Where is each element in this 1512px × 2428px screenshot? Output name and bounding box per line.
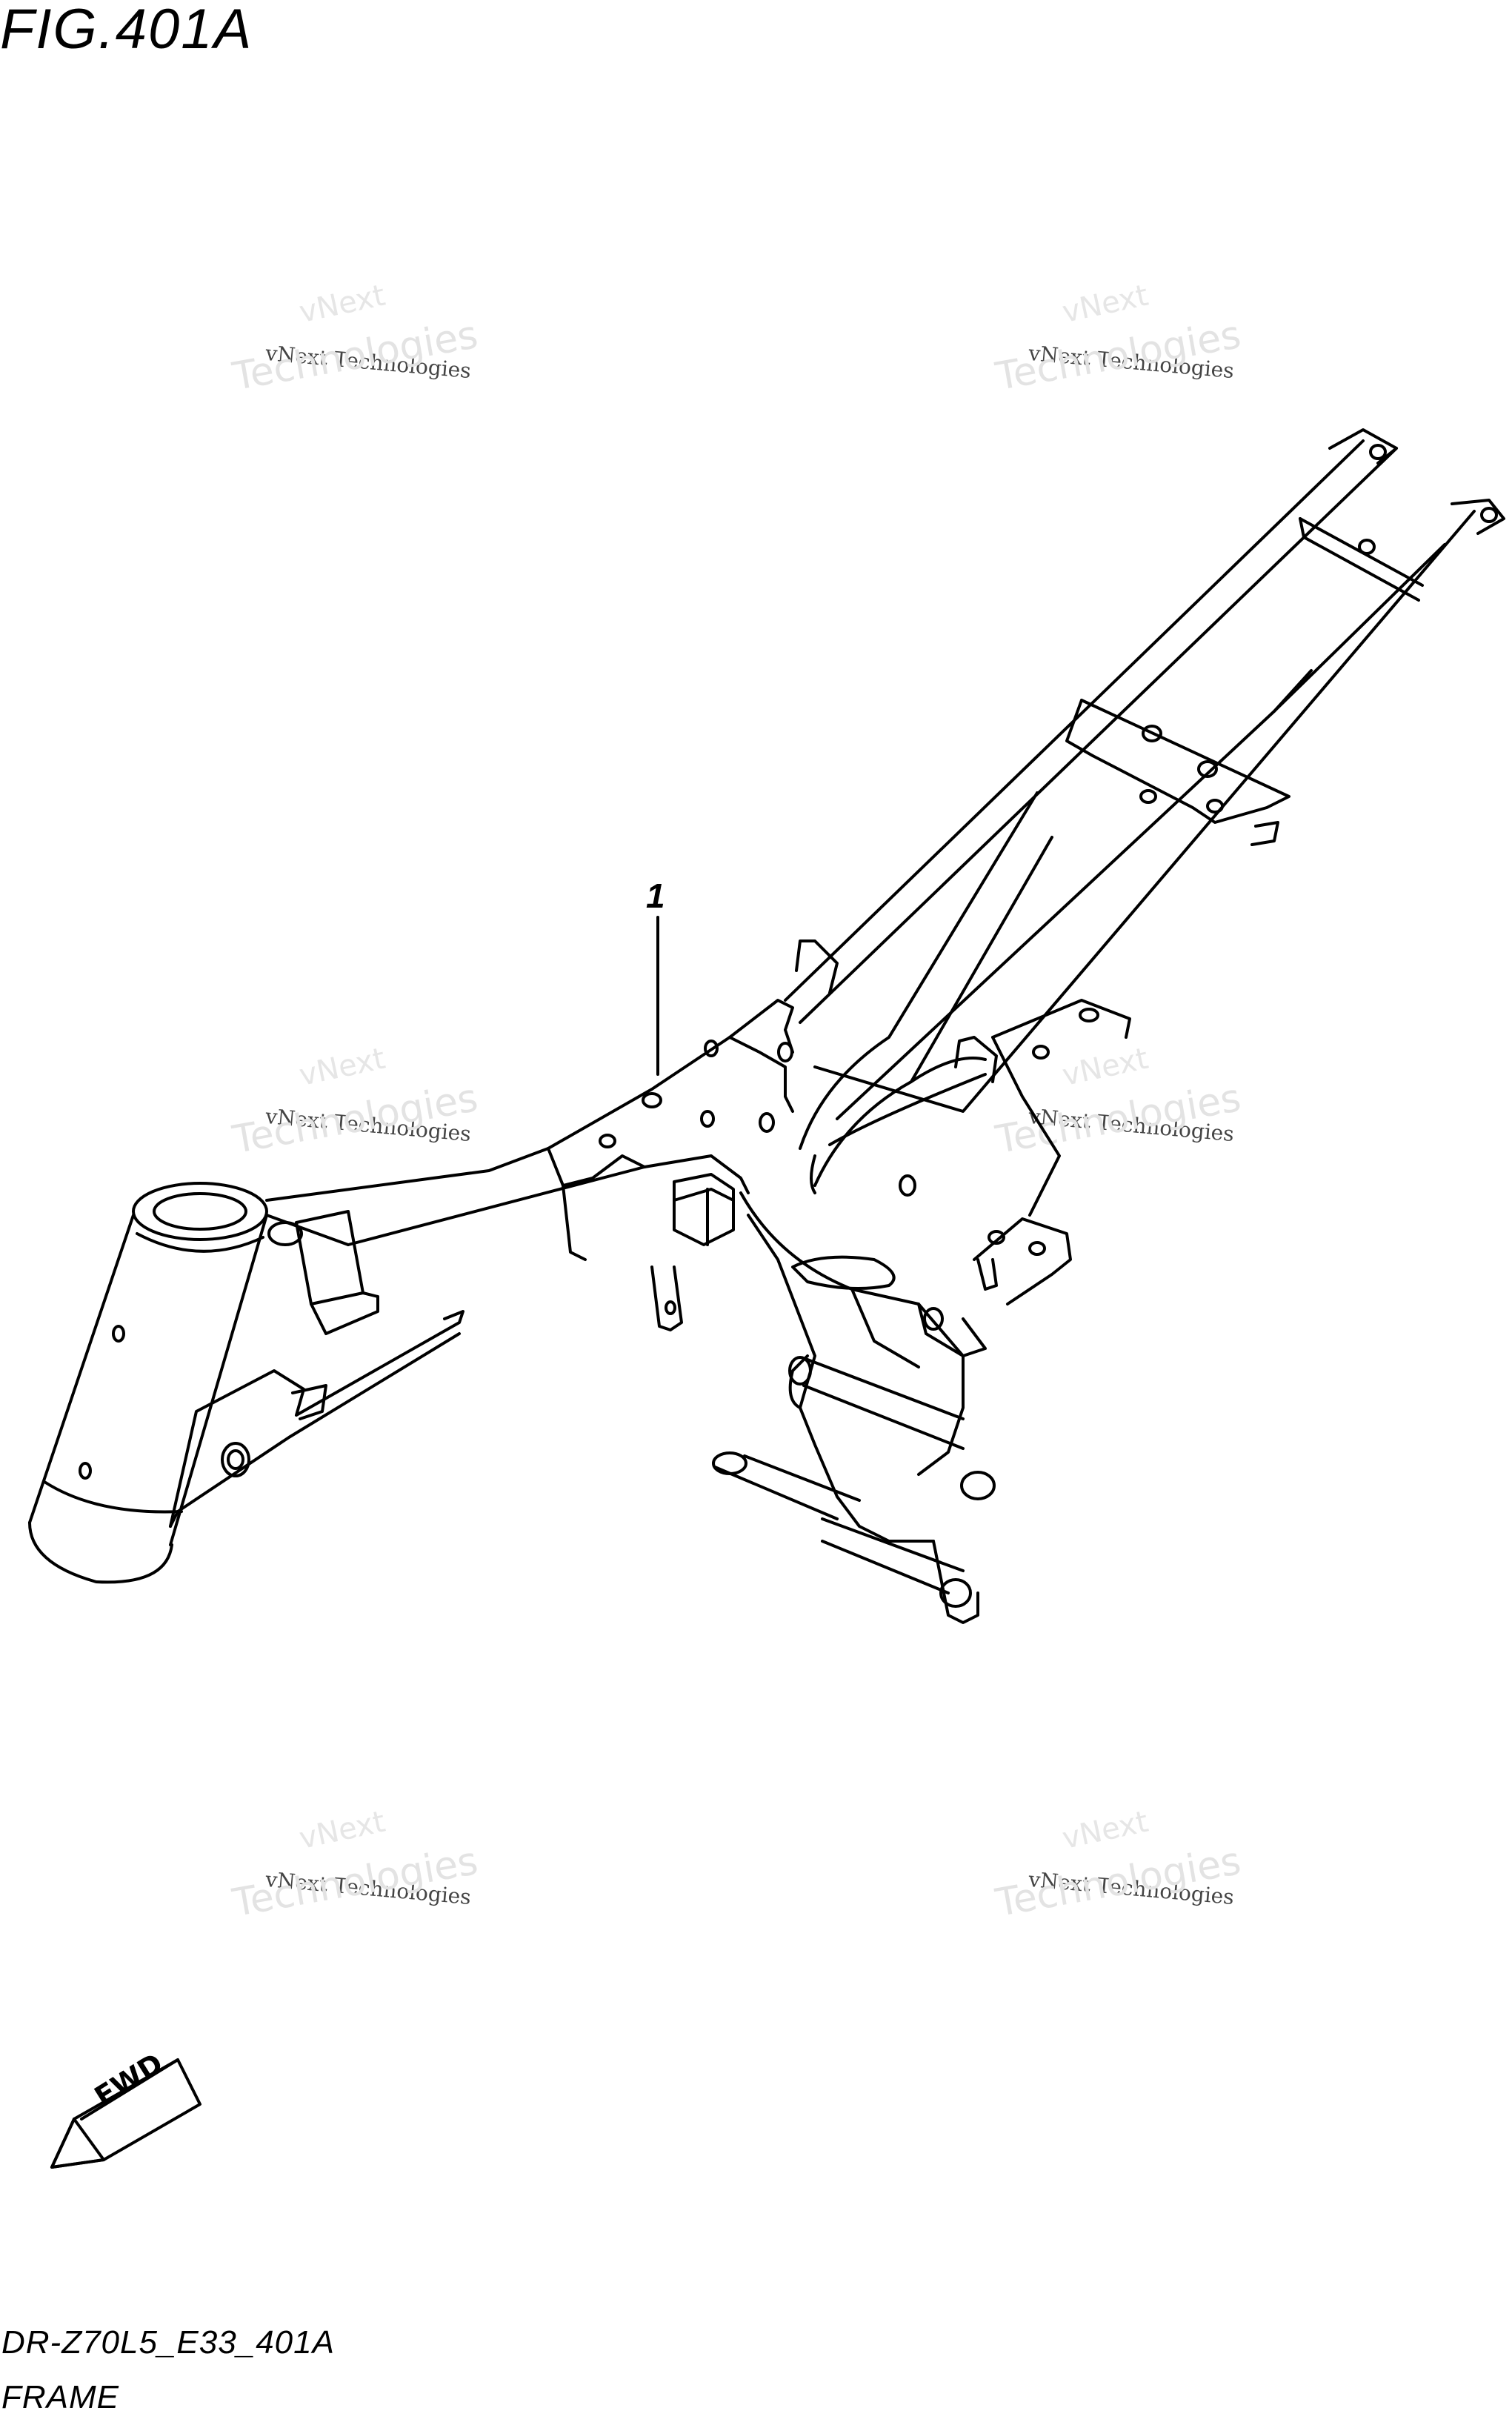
- figure-code: DR-Z70L5_E33_401A: [1, 2324, 335, 2361]
- fwd-arrow-icon: [50, 2058, 202, 2169]
- main-backbone-tube: [265, 1147, 646, 1246]
- head-gusset: [169, 1310, 464, 1528]
- mid-cross-bracket: [1065, 699, 1290, 846]
- seat-rails: [784, 428, 1505, 1120]
- lower-left-bracket: [650, 1173, 735, 1331]
- frame-loops: [795, 939, 998, 1083]
- head-bracket: [267, 1210, 379, 1335]
- right-side-bracket: [899, 999, 1131, 1306]
- figure-title: FIG.401A: [0, 0, 253, 61]
- figure-name: FRAME: [1, 2379, 119, 2415]
- part-callout-number: 1: [646, 877, 665, 915]
- pivot-tubes: [712, 1356, 996, 1624]
- down-tube: [799, 791, 1053, 1194]
- head-tube: [28, 1182, 268, 1584]
- swingarm-pivot: [739, 1191, 987, 1543]
- center-gusset: [547, 999, 794, 1261]
